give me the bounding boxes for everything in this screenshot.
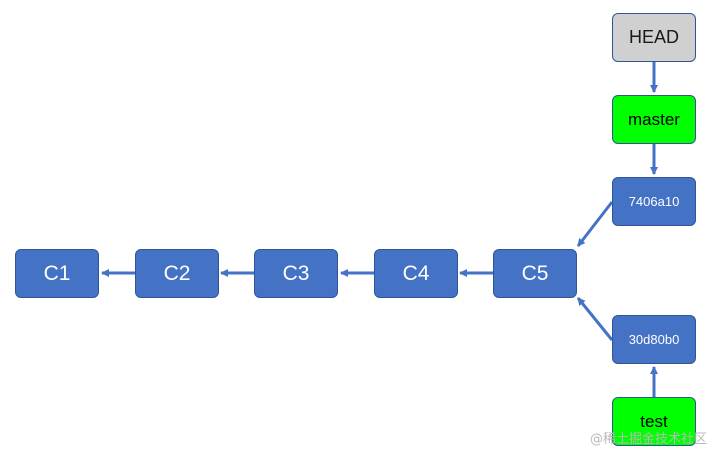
arrow-7406a10-to-c5 xyxy=(576,201,614,247)
commit-c3: C3 xyxy=(254,249,338,298)
commit-c4: C4 xyxy=(374,249,458,298)
branch-test: test xyxy=(612,397,696,446)
commit-c5: C5 xyxy=(493,249,577,298)
arrow-30d80b0-to-c5 xyxy=(576,297,614,341)
commit-hash-7406a10: 7406a10 xyxy=(612,177,696,226)
commit-c2: C2 xyxy=(135,249,219,298)
commit-c1: C1 xyxy=(15,249,99,298)
branch-master: master xyxy=(612,95,696,144)
commit-hash-30d80b0: 30d80b0 xyxy=(612,315,696,364)
watermark: @稀土掘金技术社区 xyxy=(589,432,707,447)
head-pointer: HEAD xyxy=(612,13,696,62)
